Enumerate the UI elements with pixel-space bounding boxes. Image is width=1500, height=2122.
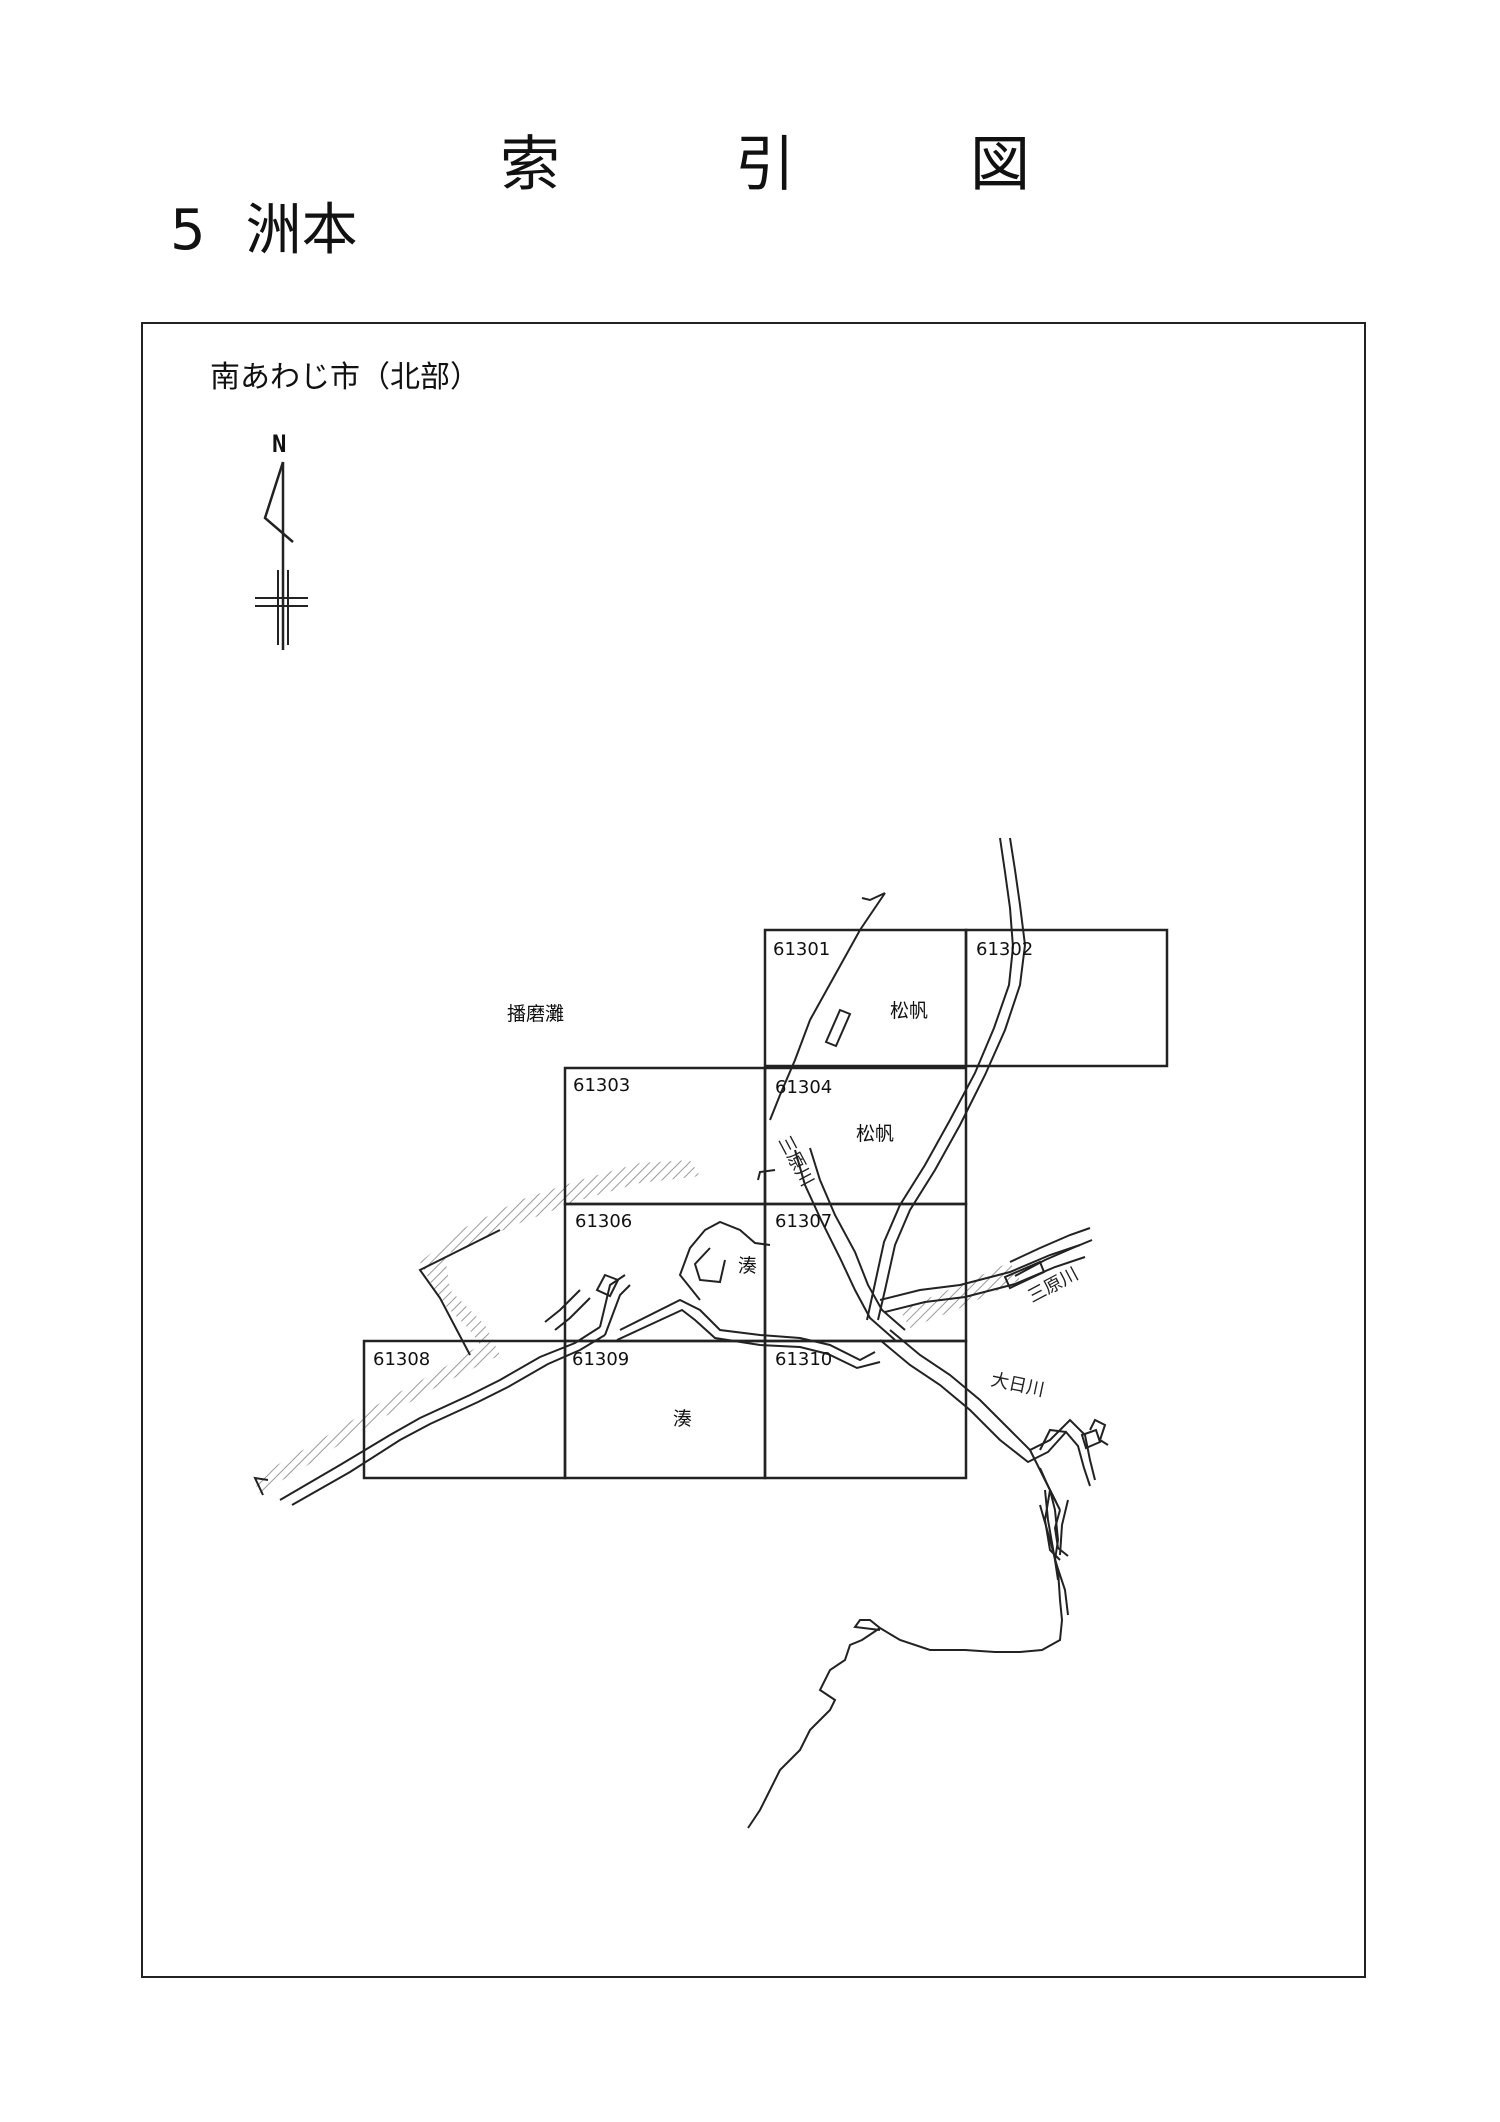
coastline xyxy=(253,1147,906,1506)
sheet-number: 61310 xyxy=(775,1349,832,1370)
sheet-number: 61303 xyxy=(573,1075,630,1096)
place-label-matsuho: 松帆 xyxy=(890,1000,928,1022)
south-shore xyxy=(747,1489,1064,1829)
place-label-matsuho: 松帆 xyxy=(856,1123,894,1145)
sheet-number: 61308 xyxy=(373,1349,430,1370)
north-arrow-icon: N xyxy=(250,430,320,650)
river-label-mihara: 三原川 xyxy=(774,1132,818,1190)
section-number: 5 xyxy=(170,198,206,263)
place-label-minato: 湊 xyxy=(738,1255,757,1277)
sheet-number: 61309 xyxy=(572,1349,629,1370)
document-title: 索 引 図 xyxy=(500,130,1030,200)
sheet-number: 61302 xyxy=(976,939,1033,960)
section-heading: 5 洲本 xyxy=(170,198,358,264)
sheet-number: 61301 xyxy=(773,939,830,960)
title-char: 図 xyxy=(970,130,1030,200)
sheet-number: 61306 xyxy=(575,1211,632,1232)
place-names: 播磨灘 松帆 松帆 湊 湊 xyxy=(507,1000,928,1430)
region-label: 南あわじ市（北部） xyxy=(210,360,480,395)
sheet-grid xyxy=(362,928,1169,1480)
sheet-61310[interactable] xyxy=(763,1339,968,1480)
sea-label: 播磨灘 xyxy=(507,1003,564,1025)
sheet-61302[interactable] xyxy=(964,928,1169,1068)
river-label-ohi: 大日川 xyxy=(989,1369,1046,1401)
north-label: N xyxy=(272,430,287,458)
coast-hatching xyxy=(255,1160,1020,1494)
title-char: 引 xyxy=(735,130,795,200)
wall-features xyxy=(544,1260,1102,1450)
place-label-minato: 湊 xyxy=(673,1408,692,1430)
sheet-number: 61304 xyxy=(775,1077,832,1098)
sheet-numbers: 61301 61302 61303 61304 61306 61307 6130… xyxy=(373,939,1033,1370)
title-char: 索 xyxy=(500,130,560,200)
map-frame xyxy=(141,322,1366,1978)
compass-symbol xyxy=(255,461,308,650)
sheet-number: 61307 xyxy=(775,1211,832,1232)
section-name: 洲本 xyxy=(245,198,358,263)
river-label-mihara: 三原川 xyxy=(1024,1264,1082,1308)
